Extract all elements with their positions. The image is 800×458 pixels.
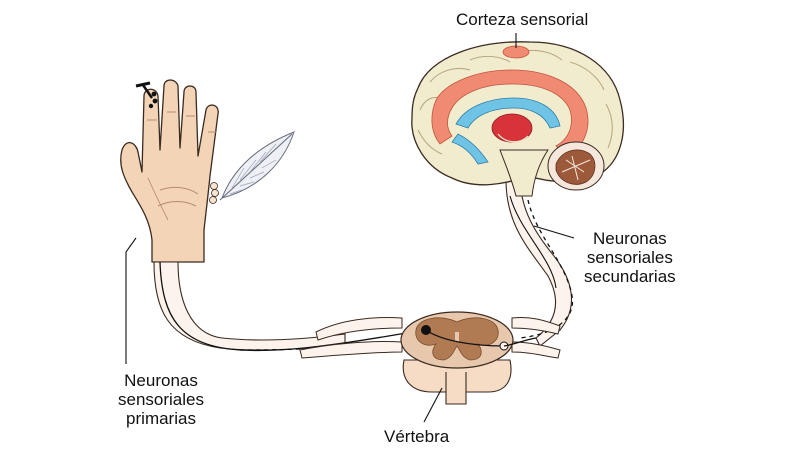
hand	[120, 79, 219, 263]
touch-receptors	[209, 182, 219, 204]
spinal-cord-segment	[299, 311, 561, 405]
cortex-label: Corteza sensorial	[456, 10, 589, 29]
pin-stimulus-icon	[135, 81, 158, 109]
vertebra-label: Vértebra	[384, 427, 450, 446]
leader-lines	[125, 33, 575, 423]
primary-neurons-label: Neuronas sensoriales primarias	[118, 371, 204, 428]
feather-icon	[219, 131, 295, 201]
primary-neuron-nerve	[153, 261, 413, 352]
secondary-neurons-label: Neuronas sensoriales secundarias	[584, 229, 676, 286]
brain	[411, 41, 625, 197]
secondary-neuron-nerve	[505, 175, 574, 347]
